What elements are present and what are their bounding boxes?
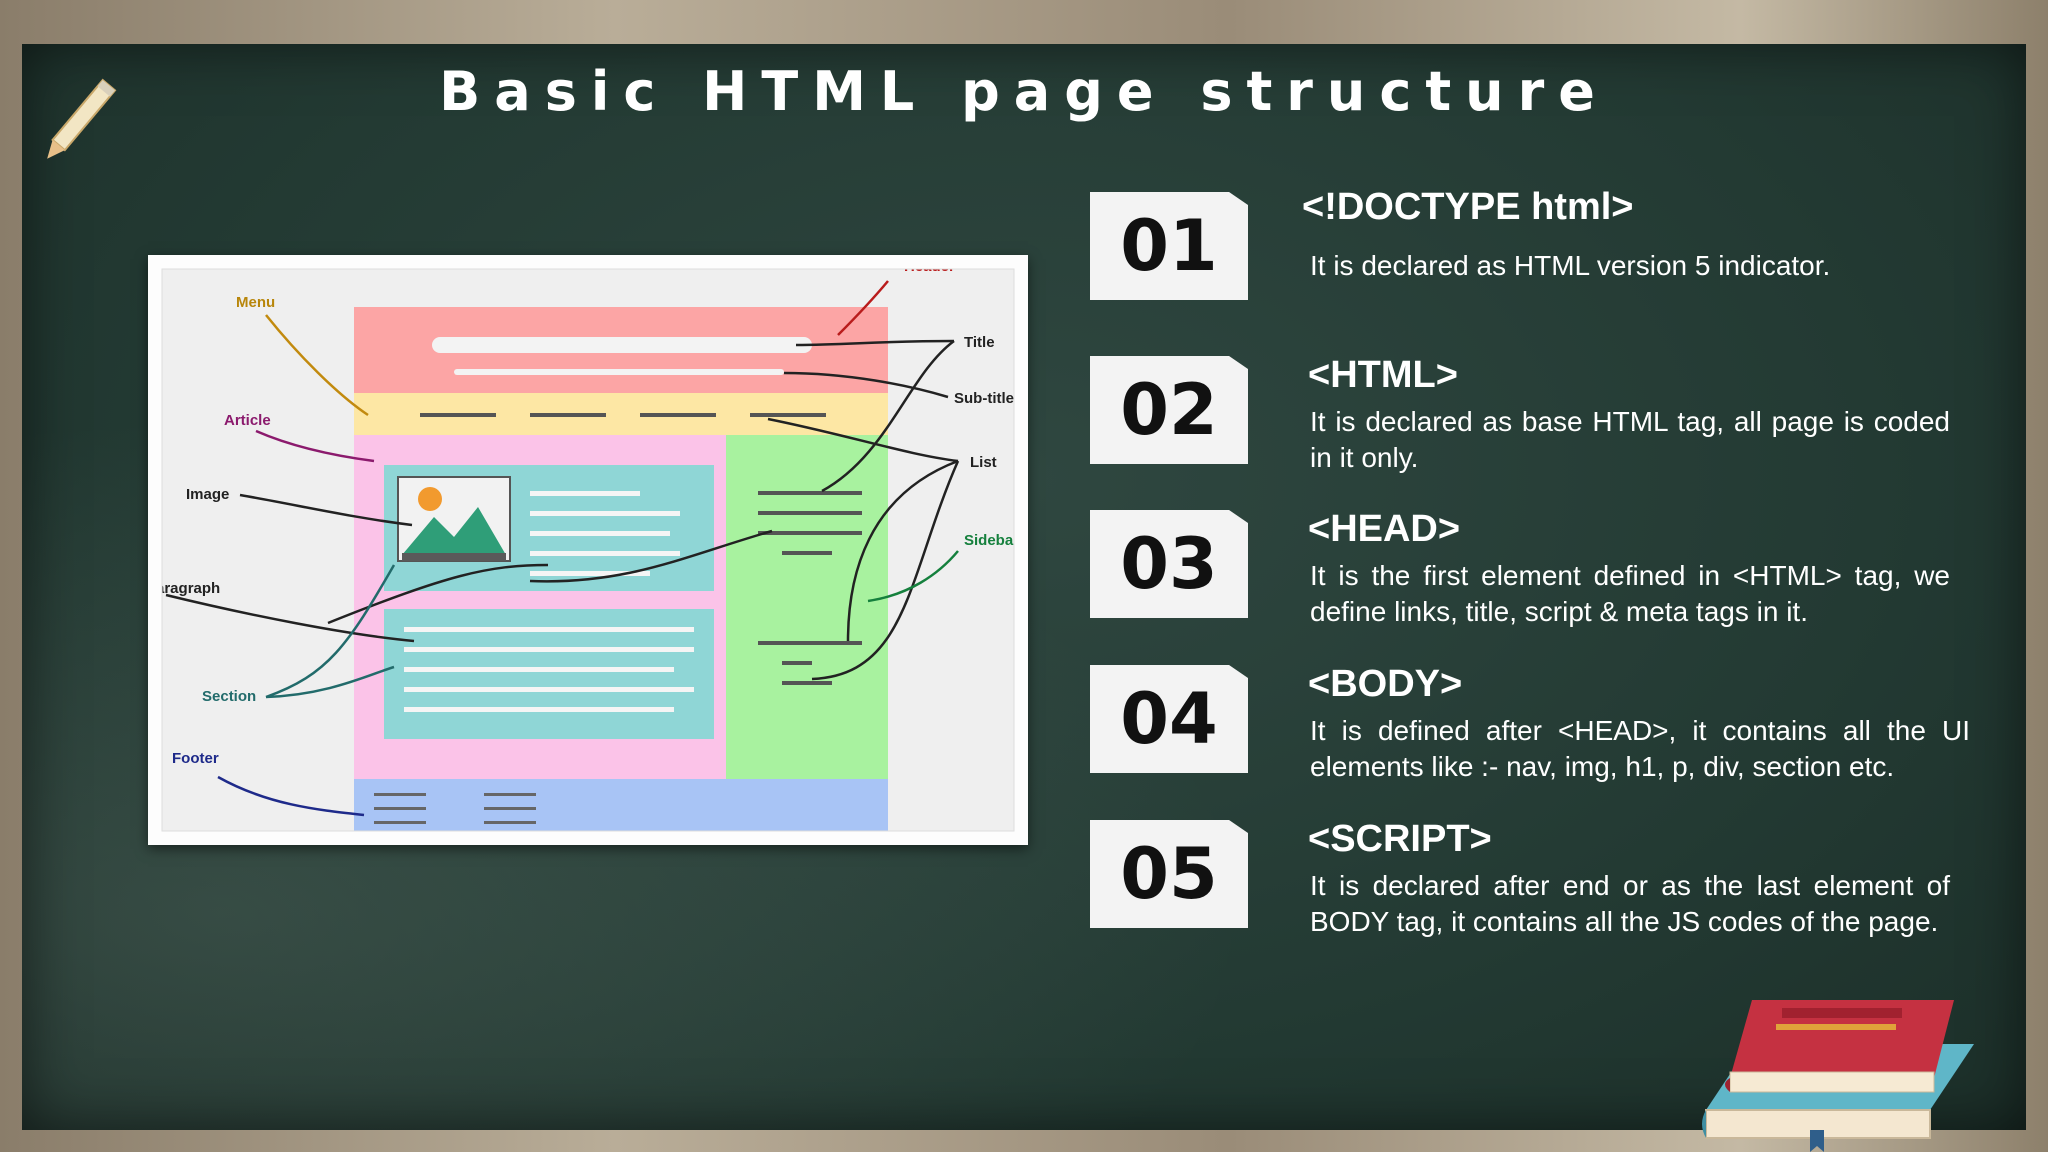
html-structure-diagram: Header Menu Article Image Paragraph Sect…	[148, 255, 1028, 845]
item-description: It is the first element defined in <HTML…	[1310, 560, 1950, 627]
item-title: <HTML>	[1308, 354, 1458, 396]
item-number: 03	[1090, 510, 1248, 618]
item-number: 05	[1090, 820, 1248, 928]
page-title: Basic HTML page structure	[439, 60, 1609, 123]
item-title: <HEAD>	[1308, 508, 1461, 550]
label-image: Image	[186, 486, 229, 503]
label-section: Section	[202, 688, 256, 705]
item-description: It is declared as base HTML tag, all pag…	[1310, 406, 1950, 473]
label-subtitle: Sub-title	[954, 390, 1014, 407]
pencil-icon	[47, 78, 117, 159]
item-title: <BODY>	[1308, 663, 1463, 705]
item-description: It is defined after <HEAD>, it contains …	[1310, 715, 1970, 782]
label-article: Article	[224, 412, 271, 429]
label-menu: Menu	[236, 294, 275, 311]
books-icon	[1702, 1000, 1974, 1152]
label-title: Title	[964, 334, 995, 351]
label-sidebar: Sidebar	[964, 532, 1019, 549]
item-number: 01	[1090, 192, 1248, 300]
item-description: It is declared as HTML version 5 indicat…	[1310, 250, 1831, 281]
item-title: <SCRIPT>	[1308, 818, 1492, 860]
label-footer: Footer	[172, 750, 219, 767]
item-number: 04	[1090, 665, 1248, 773]
label-list: List	[970, 454, 997, 471]
item-description: It is declared after end or as the last …	[1310, 870, 1950, 937]
item-title: <!DOCTYPE html>	[1302, 186, 1634, 228]
item-number: 02	[1090, 356, 1248, 464]
label-paragraph: Paragraph	[148, 580, 220, 597]
